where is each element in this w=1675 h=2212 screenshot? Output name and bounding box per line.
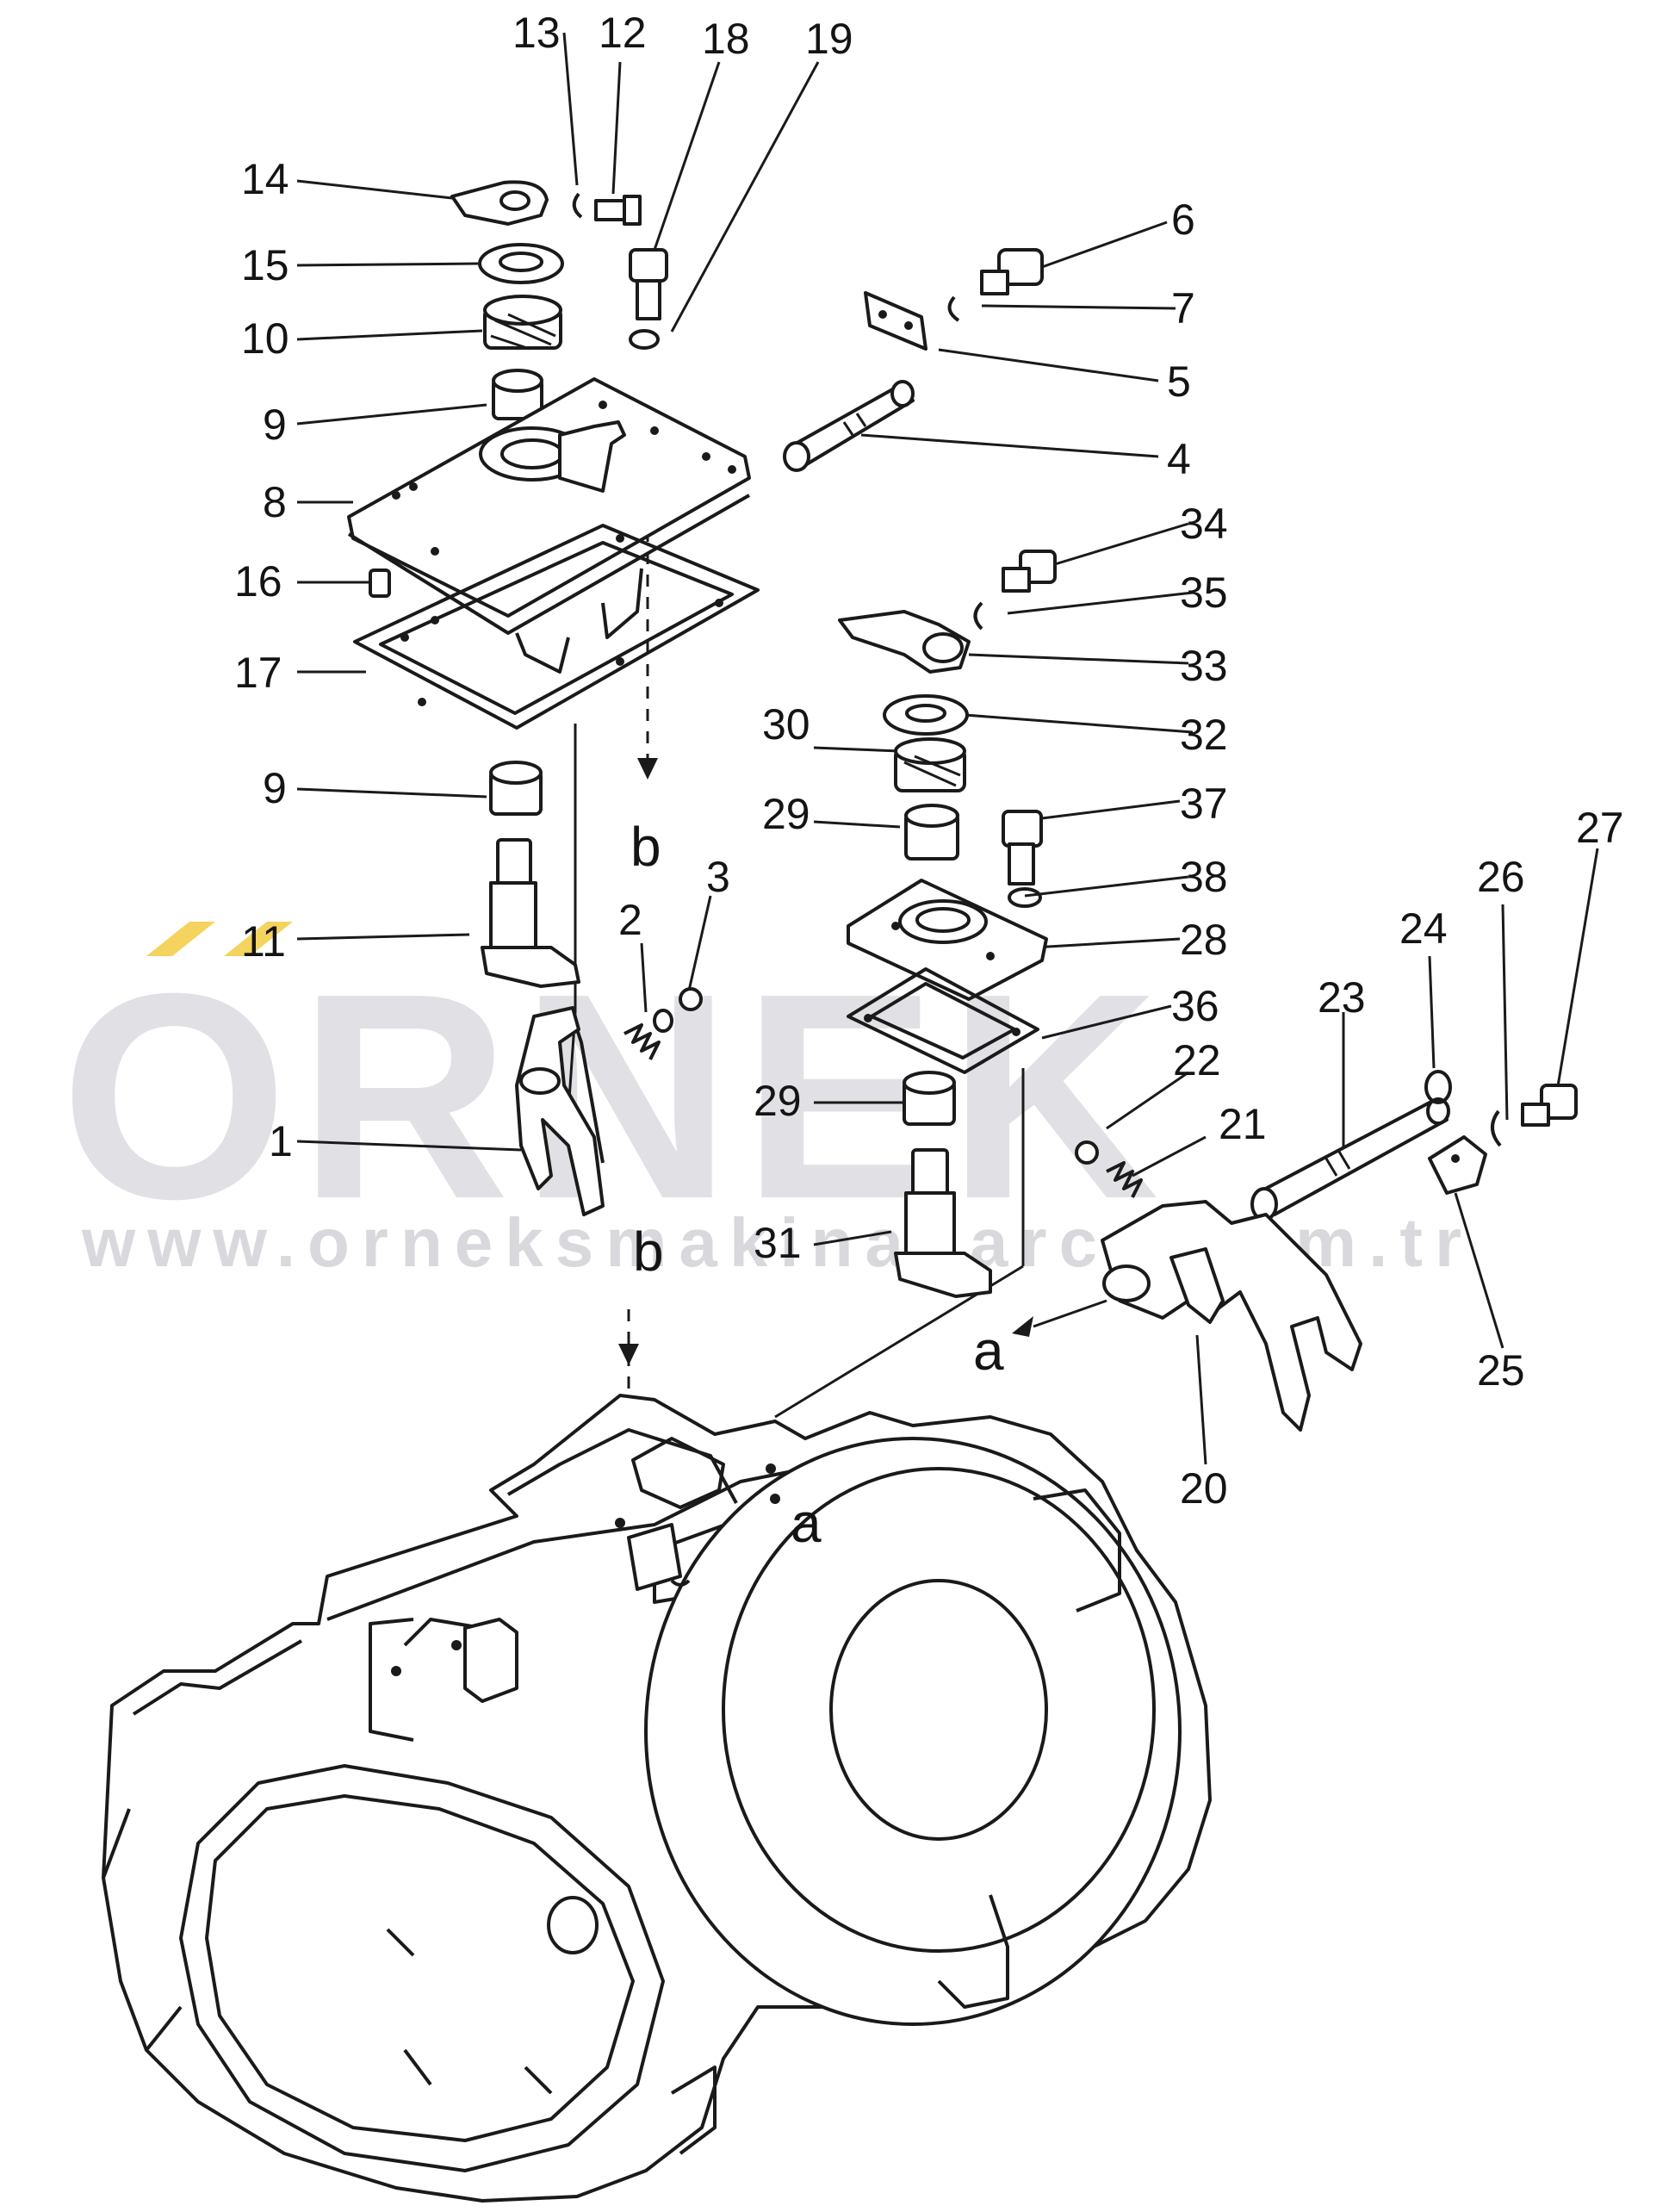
ref-letter-a-right: a [973,1320,1004,1382]
part-37-bolt [1002,810,1043,885]
part-19-washer [629,329,660,350]
part-23-shaft [1250,1097,1450,1221]
part-20-shift-fork-right [1101,1200,1362,1432]
part-label-9-upper: 9 [263,401,287,449]
part-31-shift-lever-shaft [894,1148,992,1298]
part-label-8: 8 [263,478,287,526]
part-6-bolt [980,248,1044,295]
watermark-accent-mark [146,922,215,956]
part-label-12: 15 [241,241,289,289]
part-38-washer [1008,887,1042,908]
part-12-thrust-washer [478,243,564,284]
reference-letters: b b a a [630,816,1004,1554]
part-2-spring [623,1009,673,1060]
part-label-29-upper: 29 [762,790,810,838]
part-label-26: 27 [1576,804,1624,852]
part-1-shift-fork-left [515,1006,605,1216]
part-33-lever [838,610,971,674]
part-label-1: 1 [269,1117,293,1165]
part-18-bolt [629,248,668,320]
part-5-lock-plate [864,291,927,351]
part-label-18: 18 [702,15,750,63]
part-29-needle-bearing-upper [904,804,959,861]
part-label-9-lower: 9 [263,764,287,812]
part-9-needle-bearing-lower [489,761,543,816]
part-9-needle-bearing-upper [492,369,543,420]
part-13-lever-plate [450,180,549,226]
part-label-13: 14 [241,155,289,203]
watermark-accent-mark-2 [224,922,293,956]
part-29-needle-bearing-lower [903,1071,956,1126]
part-label-7: 7 [1171,284,1195,332]
part-7-washer [947,295,960,322]
part-label-28: 28 [1180,916,1228,964]
part-label-19: 19 [805,15,853,63]
part-17-gasket [353,524,760,730]
part-label-32: 32 [1180,711,1228,759]
part-label-23: 23 [1318,973,1366,1022]
ref-letter-a-housing: a [791,1492,822,1554]
part-label-20: 20 [1180,1464,1228,1513]
part-32-thrust-washer [883,694,969,736]
part-14-bolt [594,195,642,226]
part-label-30: 30 [762,700,810,749]
part-label-16: 16 [234,557,282,606]
part-8-cover-plate [347,377,751,674]
part-label-3: 3 [706,853,730,901]
ref-letter-b-lower: b [633,1221,664,1283]
part-label-36: 36 [1171,982,1219,1030]
part-label-10: 10 [241,314,289,363]
part-number-labels: 13 12 18 19 14 15 10 9 8 16 17 9 11 1 2 … [234,9,1624,1513]
part-label-5: 5 [1167,357,1191,406]
leader-lines [296,32,1599,1465]
transmission-housing [102,1394,1212,2203]
part-24-o-ring [1424,1070,1452,1104]
part-10-oil-seal [483,295,562,351]
part-label-24: 24 [1399,904,1448,953]
part-label-31: 31 [754,1219,802,1267]
part-label-11: 11 [241,917,286,966]
part-25-lock-plate [1428,1135,1487,1195]
part-label-21: 21 [1219,1100,1267,1148]
part-label-27: 26 [1477,853,1525,901]
part-16-dowel-pin [369,569,391,598]
part-label-37: 37 [1180,780,1228,828]
part-label-29-lower: 29 [754,1077,802,1125]
part-35-washer [973,601,983,631]
part-4-shaft [783,380,915,472]
part-34-bolt [1002,550,1057,593]
part-11-shift-lever-shaft [481,838,580,988]
part-label-2: 2 [618,896,642,944]
part-label-35: 35 [1180,569,1228,617]
part-22-ball [1075,1140,1099,1165]
part-label-22: 22 [1173,1036,1221,1084]
part-label-4: 4 [1167,435,1191,483]
part-label-17: 17 [234,649,282,697]
ref-letter-b-upper: b [630,816,661,878]
part-28-bearing-cover [847,879,1048,1001]
part-21-spring [1106,1161,1143,1198]
part-15-snap-ring [572,192,583,219]
part-label-25: 25 [1477,1346,1525,1395]
part-3-ball [679,987,703,1011]
part-30-oil-seal [894,737,966,792]
part-26-bolt [1521,1084,1578,1127]
part-label-15: 13 [512,9,561,57]
part-label-33: 33 [1180,642,1228,690]
part-label-14: 12 [599,9,647,57]
part-27-snap-ring [1491,1109,1502,1147]
part-label-34: 34 [1180,500,1228,548]
part-36-gasket [847,967,1039,1074]
part-label-38: 38 [1180,853,1228,901]
part-label-6: 6 [1171,196,1195,244]
